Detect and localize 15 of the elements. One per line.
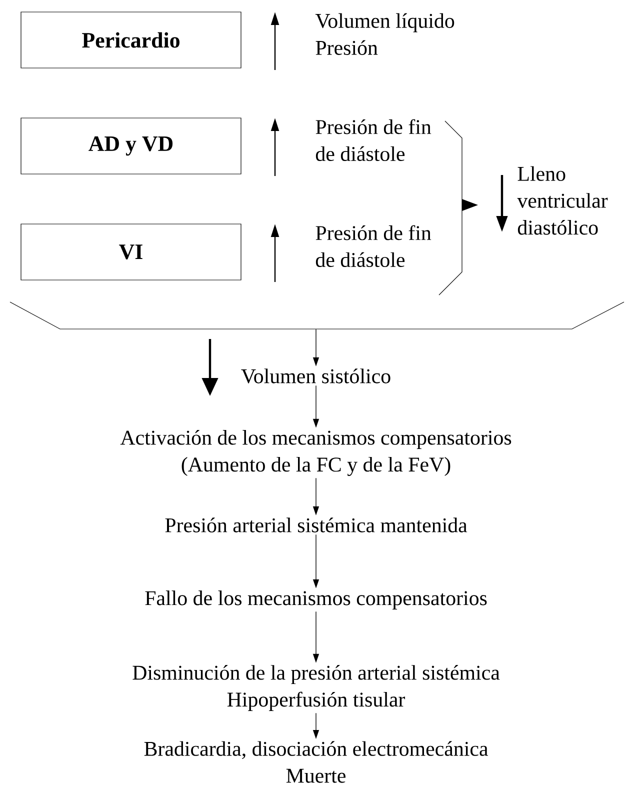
flow-step: Volumen sistólico xyxy=(241,368,390,384)
flow-step: Bradicardia, disociación electromecánica Muerte xyxy=(144,741,488,783)
process-box: AD y VD xyxy=(20,118,242,174)
flow-step: Activación de los mecanismos compensatorios (Aumento de la FC y de la FeV) xyxy=(120,430,512,476)
side-note: Lleno ventricular diastólico xyxy=(517,166,608,235)
bracket xyxy=(10,302,624,330)
process-box: Pericardio xyxy=(20,12,242,68)
flow-step: Presión arterial sistémica mantenida xyxy=(165,518,468,532)
side-note: Presión de fin de diástole xyxy=(316,119,432,162)
flow-step: Disminución de la presión arterial sistémica Hipoperfusión tisular xyxy=(132,665,500,711)
flow-step: Fallo de los mecanismos compensatorios xyxy=(145,590,487,610)
side-note: Volumen líquido xyxy=(315,13,454,32)
side-note: Presión de fin de diástole xyxy=(316,225,432,268)
side-note: Presión xyxy=(316,40,378,55)
process-box: VI xyxy=(20,224,242,280)
